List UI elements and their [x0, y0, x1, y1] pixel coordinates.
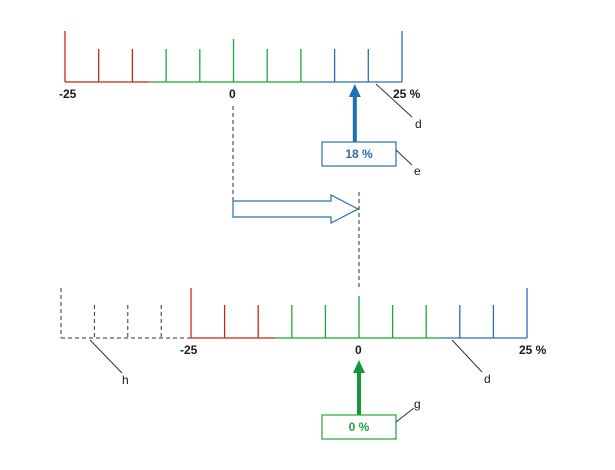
bottom-scale-label-zero: 0	[355, 343, 362, 357]
top-scale-callout-label: d	[415, 117, 422, 131]
bottom-indicator-callout-label: g	[414, 397, 421, 411]
bottom-scale-label-max: 25 %	[519, 343, 547, 357]
top-indicator-callout-line	[395, 149, 413, 166]
top-indicator-arrow	[348, 84, 361, 142]
bottom-indicator-arrow	[353, 360, 365, 415]
top-scale	[64, 31, 403, 83]
bottom-indicator-callout-line	[395, 407, 415, 423]
bottom-indicator-value: 0 %	[349, 420, 370, 434]
top-scale-callout-line	[375, 83, 413, 118]
top-scale-label-zero: 0	[229, 87, 236, 101]
bottom-dashed-callout-label: h	[122, 373, 129, 387]
bottom-scale-label-min: -25	[180, 343, 198, 357]
top-scale-label-min: -25	[59, 87, 77, 101]
top-indicator-value: 18 %	[345, 147, 373, 161]
bottom-scale-callout-label: d	[484, 372, 491, 386]
bottom-scale-dashed-extension	[60, 288, 191, 339]
top-indicator-box	[321, 141, 397, 167]
top-scale-ticks	[64, 31, 403, 82]
top-indicator-callout-label: e	[414, 164, 421, 178]
shift-right-arrow-icon	[232, 194, 360, 224]
bottom-indicator-box	[321, 414, 397, 440]
bottom-scale	[190, 288, 528, 339]
bottom-dashed-callout-line	[89, 339, 123, 374]
top-scale-label-max: 25 %	[393, 87, 421, 101]
bottom-scale-ticks	[190, 288, 528, 338]
bottom-scale-callout-line	[451, 339, 483, 373]
